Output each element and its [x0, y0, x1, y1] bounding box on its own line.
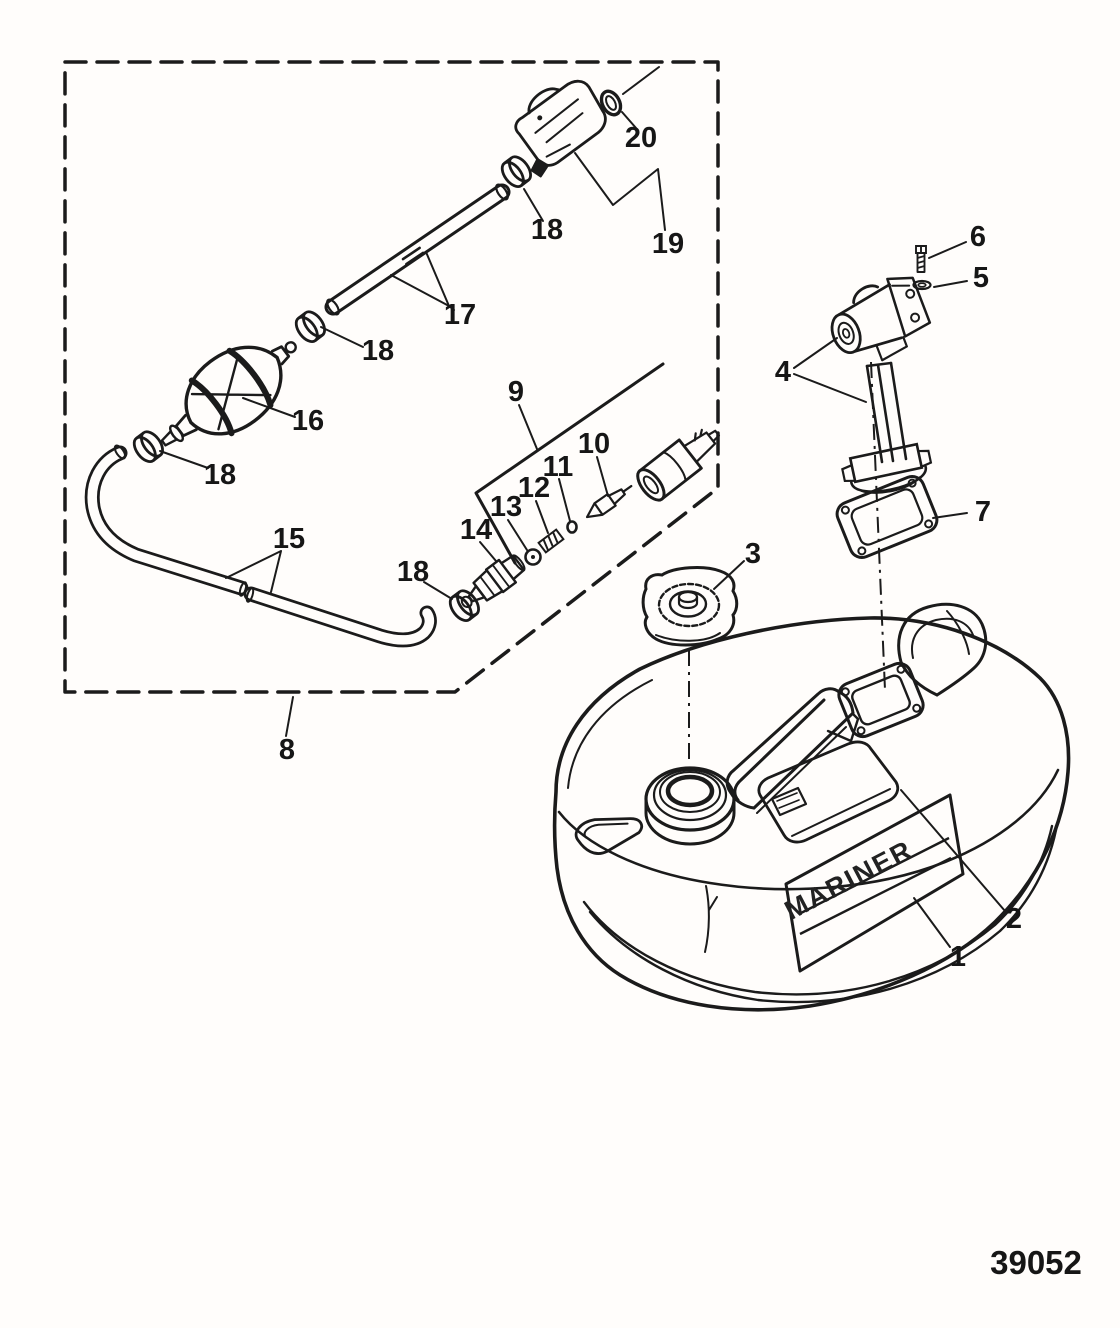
hose-clamp-connector-end [500, 155, 532, 188]
callout-19: 19 [652, 228, 684, 260]
flange-guard-tab [897, 602, 988, 697]
small-o-ring [566, 520, 578, 534]
fuel-pickup-elbow [830, 276, 932, 362]
barb-fitting [460, 554, 526, 609]
callout-8: 8 [279, 734, 295, 766]
callout-14: 14 [460, 514, 492, 546]
figure-part-code: 39052 [990, 1244, 1082, 1281]
fuel-tank [552, 616, 1071, 1012]
name-plate [757, 740, 900, 844]
brand-panel [784, 793, 965, 973]
hose-clamp-bulb-lower [132, 430, 164, 463]
fuel-cap [641, 566, 739, 647]
leader-lines [159, 66, 1006, 948]
callout-15: 15 [273, 523, 305, 555]
callout-16: 16 [292, 405, 324, 437]
hose-clamp-fitting-end [448, 589, 480, 622]
quick-connector-body [636, 428, 721, 502]
filler-neck [644, 766, 736, 846]
fuel-filter-valve [585, 484, 633, 519]
primer-bulb [160, 341, 297, 447]
callout-6: 6 [970, 221, 986, 253]
callout-11: 11 [543, 451, 574, 483]
hose-clamp-bulb-upper [294, 310, 326, 343]
callout-18-bulb-lower: 18 [204, 459, 236, 491]
pickup-gasket [835, 475, 939, 559]
callout-18-fitting: 18 [397, 556, 429, 588]
callout-18-bulb-upper: 18 [362, 335, 394, 367]
callout-3: 3 [745, 538, 761, 570]
callout-7: 7 [975, 496, 991, 528]
pickup-washer-nut [912, 279, 932, 291]
pickup-alignment-line [870, 361, 886, 691]
connector-kit-corner-box [474, 362, 665, 565]
connector-o-ring [599, 89, 623, 117]
callout-20: 20 [625, 122, 657, 154]
callout-4: 4 [775, 356, 791, 388]
callout-9: 9 [508, 376, 524, 408]
fuel-hose-lower [84, 444, 437, 648]
callout-18-connector: 18 [531, 214, 563, 246]
callout-17: 17 [444, 299, 476, 331]
fitting-nut [524, 548, 542, 566]
vent-knob [574, 817, 643, 855]
pickup-tube [841, 361, 933, 494]
callout-13: 13 [490, 491, 522, 523]
callout-12: 12 [518, 472, 550, 504]
callout-10: 10 [578, 428, 610, 460]
callout-5: 5 [973, 262, 989, 294]
fitting-spring [537, 528, 565, 554]
pickup-screw [915, 245, 927, 273]
fuel-line-kit-dashed-box [63, 60, 720, 694]
fuel-hose-upper [324, 183, 511, 316]
callout-2: 2 [1006, 903, 1022, 935]
callout-1: 1 [950, 941, 966, 973]
tank-connector [514, 79, 607, 178]
